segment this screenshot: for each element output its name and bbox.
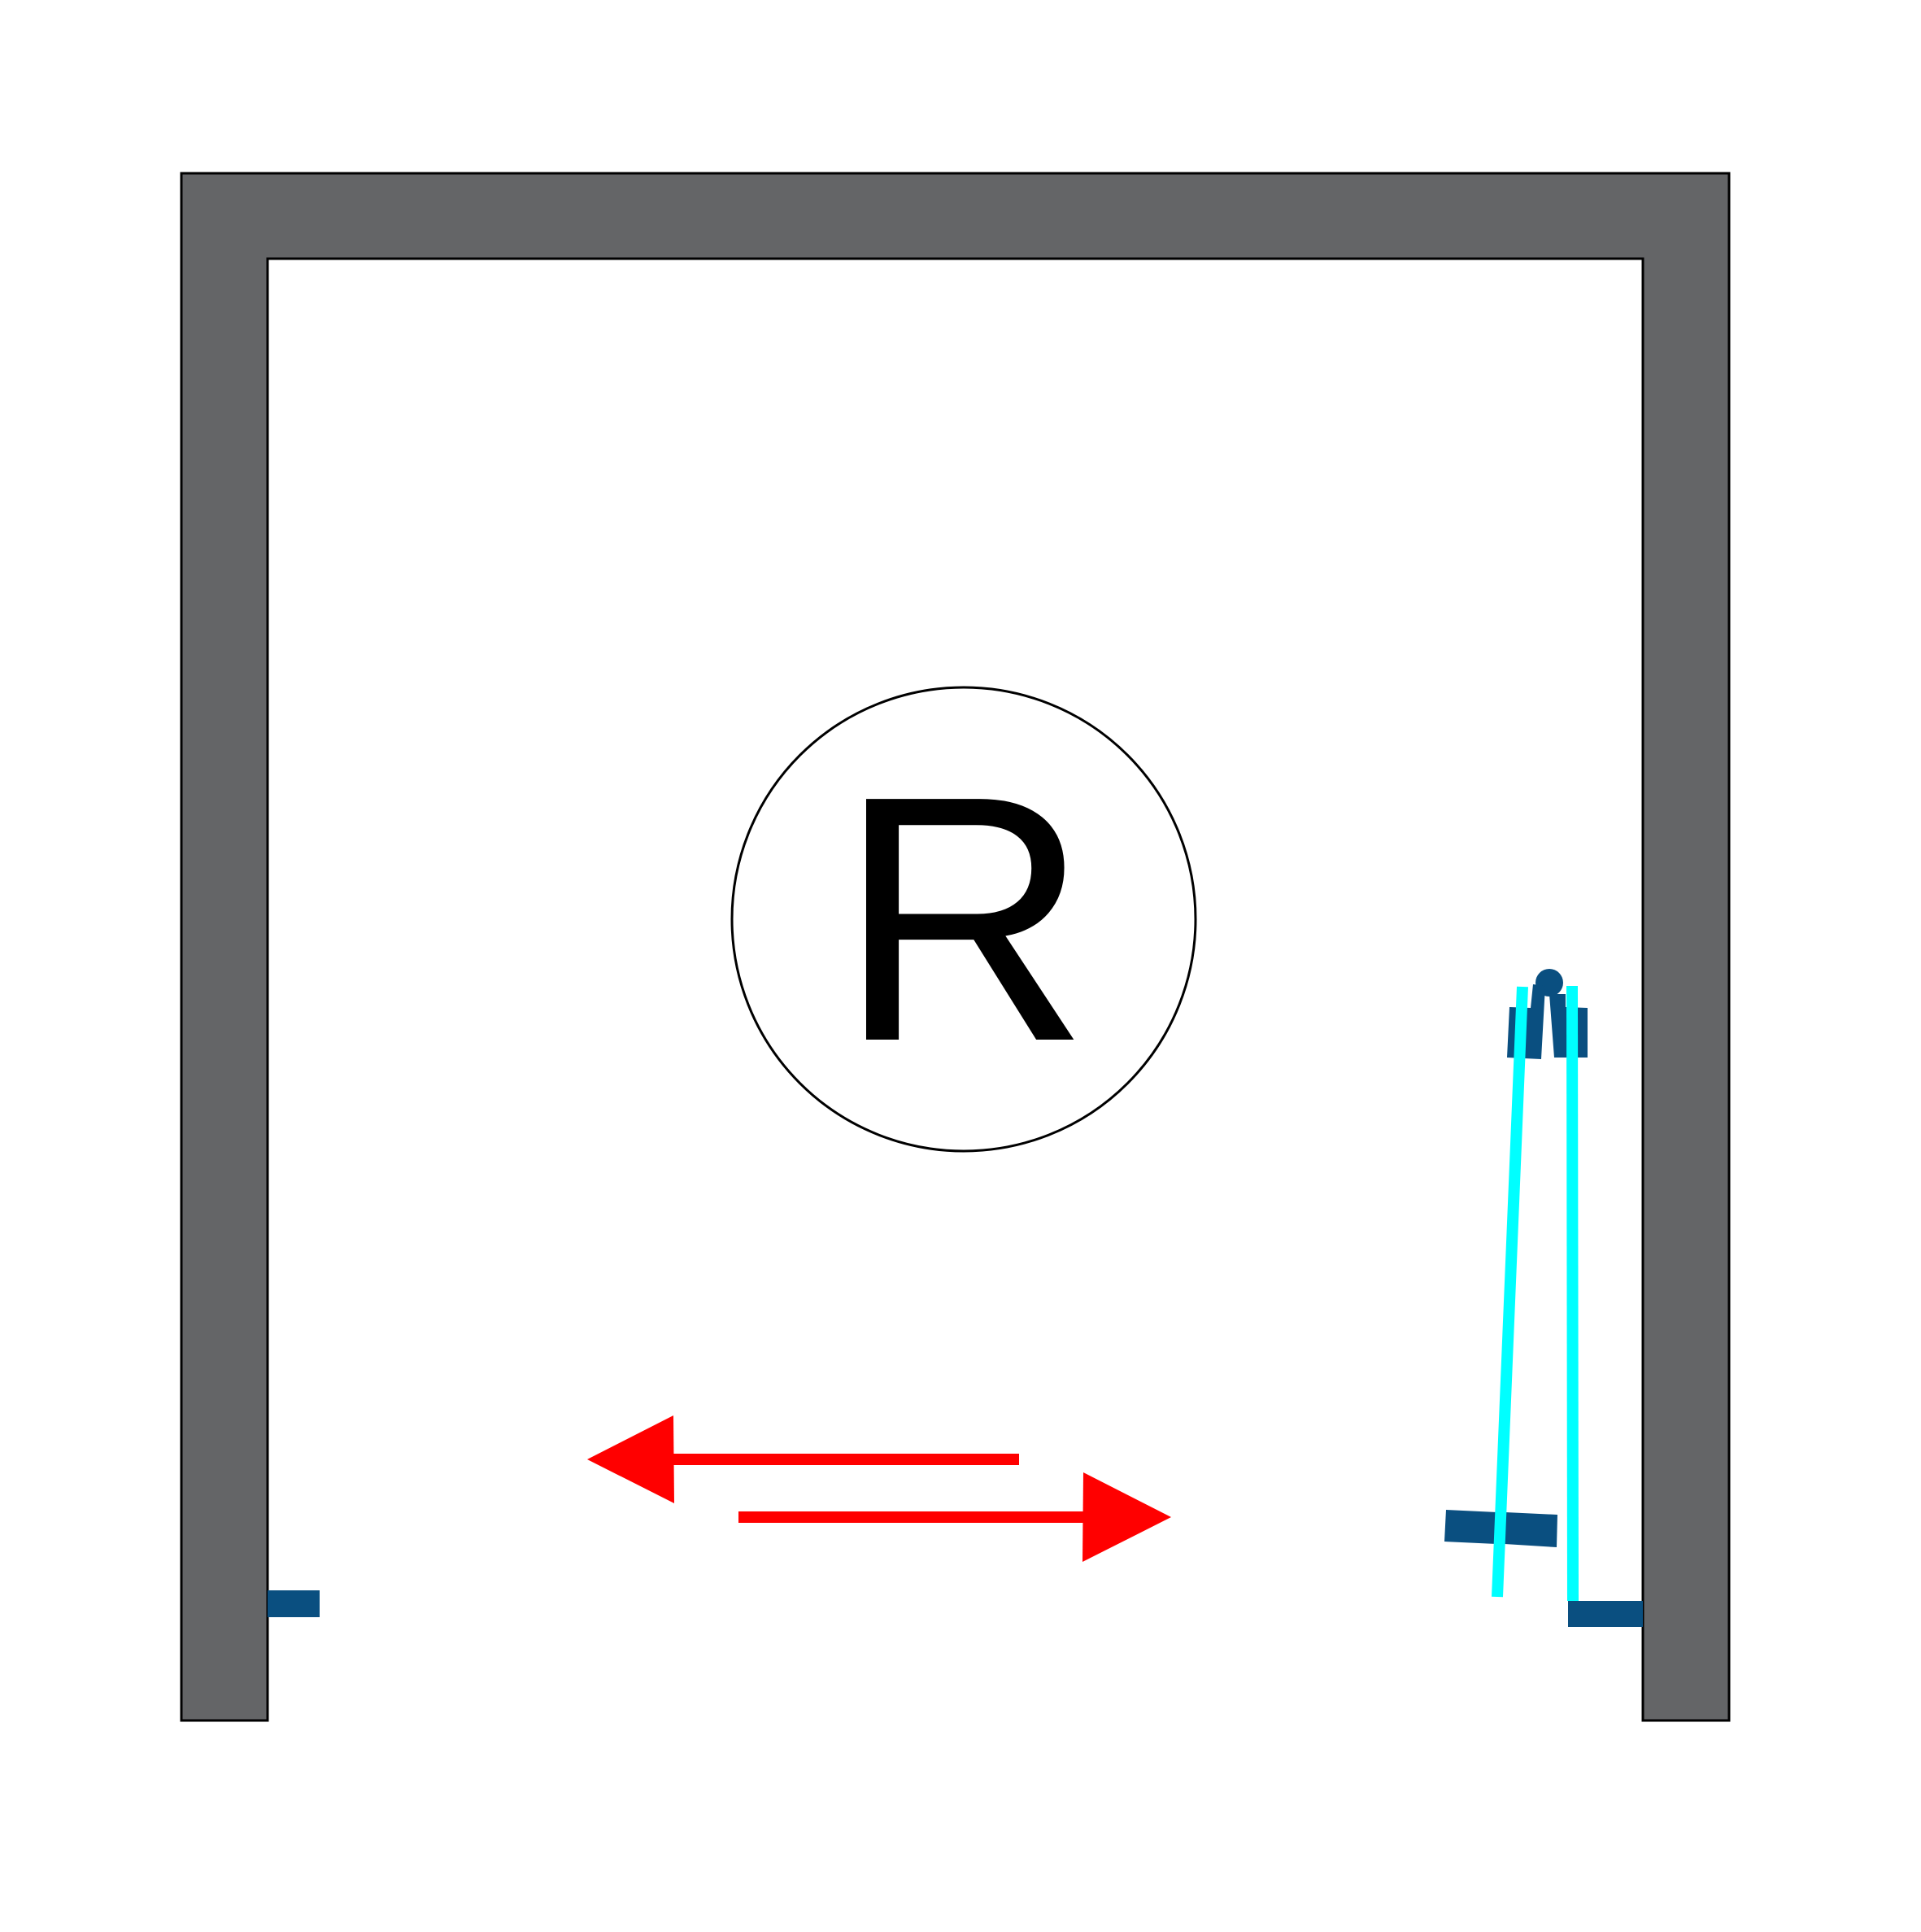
arrow-right: [738, 1472, 1171, 1562]
glass-fixed-panel: [1566, 985, 1579, 1602]
badge-label: R: [838, 724, 1091, 1114]
left-wall-profile: [268, 1590, 320, 1617]
walls: [180, 172, 1731, 1722]
door-handle: [1444, 1510, 1557, 1547]
arrow-left: [587, 1415, 1019, 1503]
glass-panels: [1492, 985, 1579, 1602]
glass-sliding-panel: [1492, 986, 1528, 1598]
direction-badge: R: [730, 686, 1197, 1153]
badge-circle: [730, 686, 1197, 1153]
right-wall-profile: [1568, 1601, 1643, 1627]
sliding-arrows: [587, 1415, 1171, 1562]
wall-outline: [180, 172, 1731, 1722]
